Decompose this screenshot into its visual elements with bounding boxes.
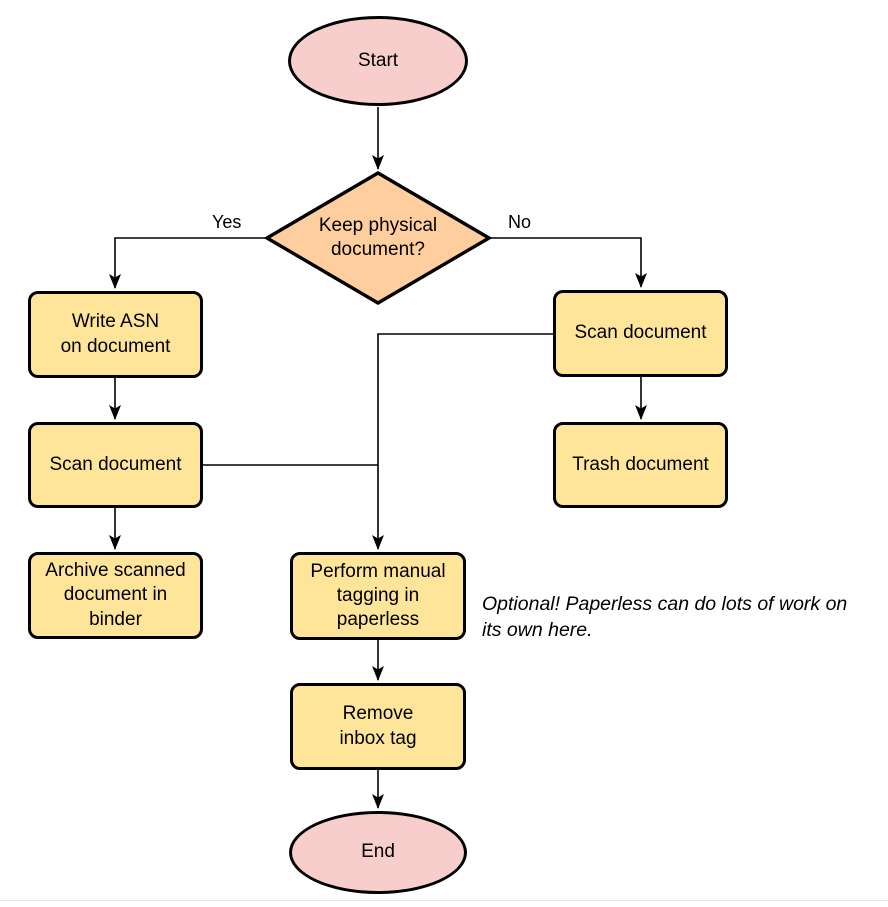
node-remove-inbox-tag-label: Remove inbox tag xyxy=(339,703,417,749)
node-write-asn-label: Write ASN on document xyxy=(60,311,171,357)
edge-decision-yes-to-write-asn xyxy=(109,237,266,289)
node-end-label: End xyxy=(361,841,395,863)
node-trash-document-label: Trash document xyxy=(572,453,709,475)
node-write-asn: Write ASN on document xyxy=(28,291,203,378)
node-scan-document-left: Scan document xyxy=(28,422,203,508)
node-remove-inbox-tag: Remove inbox tag xyxy=(290,683,466,770)
node-manual-tagging: Perform manual tagging in paperless xyxy=(290,552,466,640)
edge-label-yes: Yes xyxy=(212,212,242,232)
node-trash-document: Trash document xyxy=(553,422,728,508)
edge-label-no: No xyxy=(508,212,532,232)
node-start: Start xyxy=(288,16,468,106)
edge-scan-right-to-tagging xyxy=(372,333,553,550)
page-edge-line xyxy=(0,900,888,901)
node-keep-physical-document: Keep physical document? xyxy=(264,170,492,306)
node-scan-document-right-label: Scan document xyxy=(574,322,707,344)
node-end: End xyxy=(289,811,467,894)
node-scan-document-right: Scan document xyxy=(553,290,728,377)
edge-decision-no-to-scan-right xyxy=(490,237,647,288)
node-keep-physical-document-label: Keep physical document? xyxy=(318,214,438,260)
node-archive-binder-label: Archive scanned document in binder xyxy=(45,560,186,630)
annotation-optional-note: Optional! Paperless can do lots of work … xyxy=(482,593,848,641)
node-scan-document-left-label: Scan document xyxy=(49,453,182,475)
decision-diamond-shape xyxy=(264,171,492,305)
node-archive-binder: Archive scanned document in binder xyxy=(28,552,203,639)
node-manual-tagging-label: Perform manual tagging in paperless xyxy=(310,560,446,631)
node-start-label: Start xyxy=(357,49,399,71)
